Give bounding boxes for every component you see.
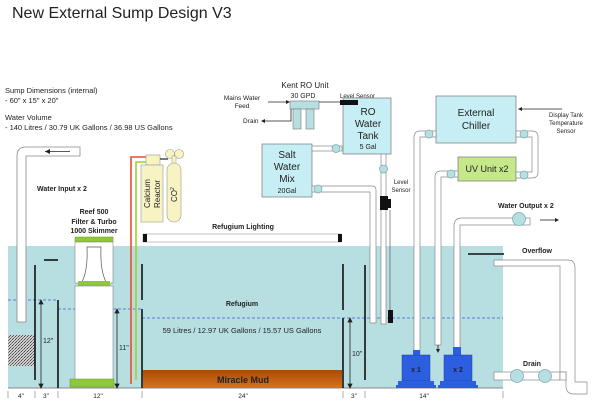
dimensions-value: - 60" x 15" x 20" [5,96,59,105]
sump-info: Sump Dimensions (internal) - 60" x 15" x… [5,86,173,132]
svg-text:Tank: Tank [357,131,379,142]
svg-text:Reef 500: Reef 500 [80,209,109,216]
reactor-feed-lines [130,156,146,384]
svg-text:Kent RO Unit: Kent RO Unit [281,81,329,90]
co2-cylinder: CO2 [165,149,184,223]
ro-pipes [311,144,388,325]
svg-text:Level: Level [394,180,408,186]
refugium-lighting-label: Refugium Lighting [212,224,274,231]
salt-water-mix: Salt Water Mix 20Gal [261,143,313,198]
svg-text:Calcium: Calcium [143,179,152,208]
external-chiller: External Chiller [435,95,562,144]
height-arrows [38,299,353,389]
page-title: New External Sump Design V3 [12,5,232,22]
refugium-label: Refugium [226,301,258,308]
svg-text:CO2: CO2 [170,187,179,202]
svg-text:External: External [458,108,495,119]
width-label: 12" [93,393,103,400]
level-sensor-2: Level Sensor [380,180,411,323]
overflow-label: Overflow [522,248,553,255]
width-label: 4" [18,393,25,400]
height-skimmer-chamber: 11" [119,345,129,352]
svg-text:1000 Skimmer: 1000 Skimmer [70,228,117,235]
ro-level-sensor-label: Level Sensor [340,94,375,100]
skimmer-label: Reef 500 Filter & Turbo 1000 Skimmer [70,209,117,235]
skimmer [69,236,115,388]
width-label: 3" [43,393,50,400]
svg-text:UV Unit x2: UV Unit x2 [465,164,508,174]
svg-text:Mix: Mix [279,174,295,185]
miracle-mud [143,370,342,388]
svg-text:Salt: Salt [278,150,295,161]
baffles [34,259,366,388]
kent-ro-unit: Kent RO Unit 30 GPD [261,81,342,130]
height-return-baffle: 10" [352,351,363,358]
width-label: 3" [351,393,358,400]
svg-text:Filter & Turbo: Filter & Turbo [71,219,116,226]
svg-text:Display Tank: Display Tank [549,113,584,119]
svg-text:Temperature: Temperature [549,121,583,127]
temp-sensor-label: Display Tank Temperature Sensor [549,113,584,135]
drain-label: Drain [523,361,541,368]
width-dimensions [7,391,504,398]
volume-label: Water Volume [5,113,52,122]
water-input-label: Water Input x 2 [37,186,87,193]
mains-feed-label-2: Feed [235,103,250,110]
height-input-chamber: 12" [43,338,54,345]
svg-text:x 2: x 2 [453,367,463,374]
sponge-filter [8,335,35,366]
svg-text:Water: Water [274,162,301,173]
dimensions-label: Sump Dimensions (internal) [5,86,98,95]
refugium-light-tube [142,233,342,243]
overflow-drain-pipes [493,259,588,395]
svg-text:Reactor: Reactor [153,180,162,208]
svg-text:x 1: x 1 [411,367,421,374]
miracle-mud-label: Miracle Mud [217,375,269,385]
ro-water-tank: RO Water Tank 5 Gal [340,97,392,155]
water-input-pipe [16,146,81,323]
svg-text:Sensor: Sensor [556,129,575,135]
svg-text:5 Gal: 5 Gal [360,144,377,151]
width-label: 14" [419,393,429,400]
water-output-pipe [453,212,559,351]
chiller-uv-pipes [413,129,539,357]
return-pump-1: x 1 [396,350,436,388]
water-output-label: Water Output x 2 [498,203,554,210]
uv-unit: UV Unit x2 [457,156,517,182]
volume-value: - 140 Litres / 30.79 UK Gallons / 36.98 … [5,123,173,132]
ro-drain-label: Drain [243,118,259,125]
svg-text:20Gal: 20Gal [278,188,297,195]
calcium-reactor: Calcium Reactor [140,154,168,223]
svg-text:Sensor: Sensor [391,188,410,194]
mains-feed-label-1: Mains Water [224,95,261,102]
svg-text:Water: Water [355,119,382,130]
width-label: 24" [238,393,248,400]
return-pump-2: x 2 [438,347,478,388]
refugium-volume: 59 Litres / 12.97 UK Gallons / 15.57 US … [163,326,322,335]
svg-text:RO: RO [361,107,376,118]
svg-text:30 GPD: 30 GPD [291,93,316,100]
svg-text:Chiller: Chiller [462,121,491,132]
